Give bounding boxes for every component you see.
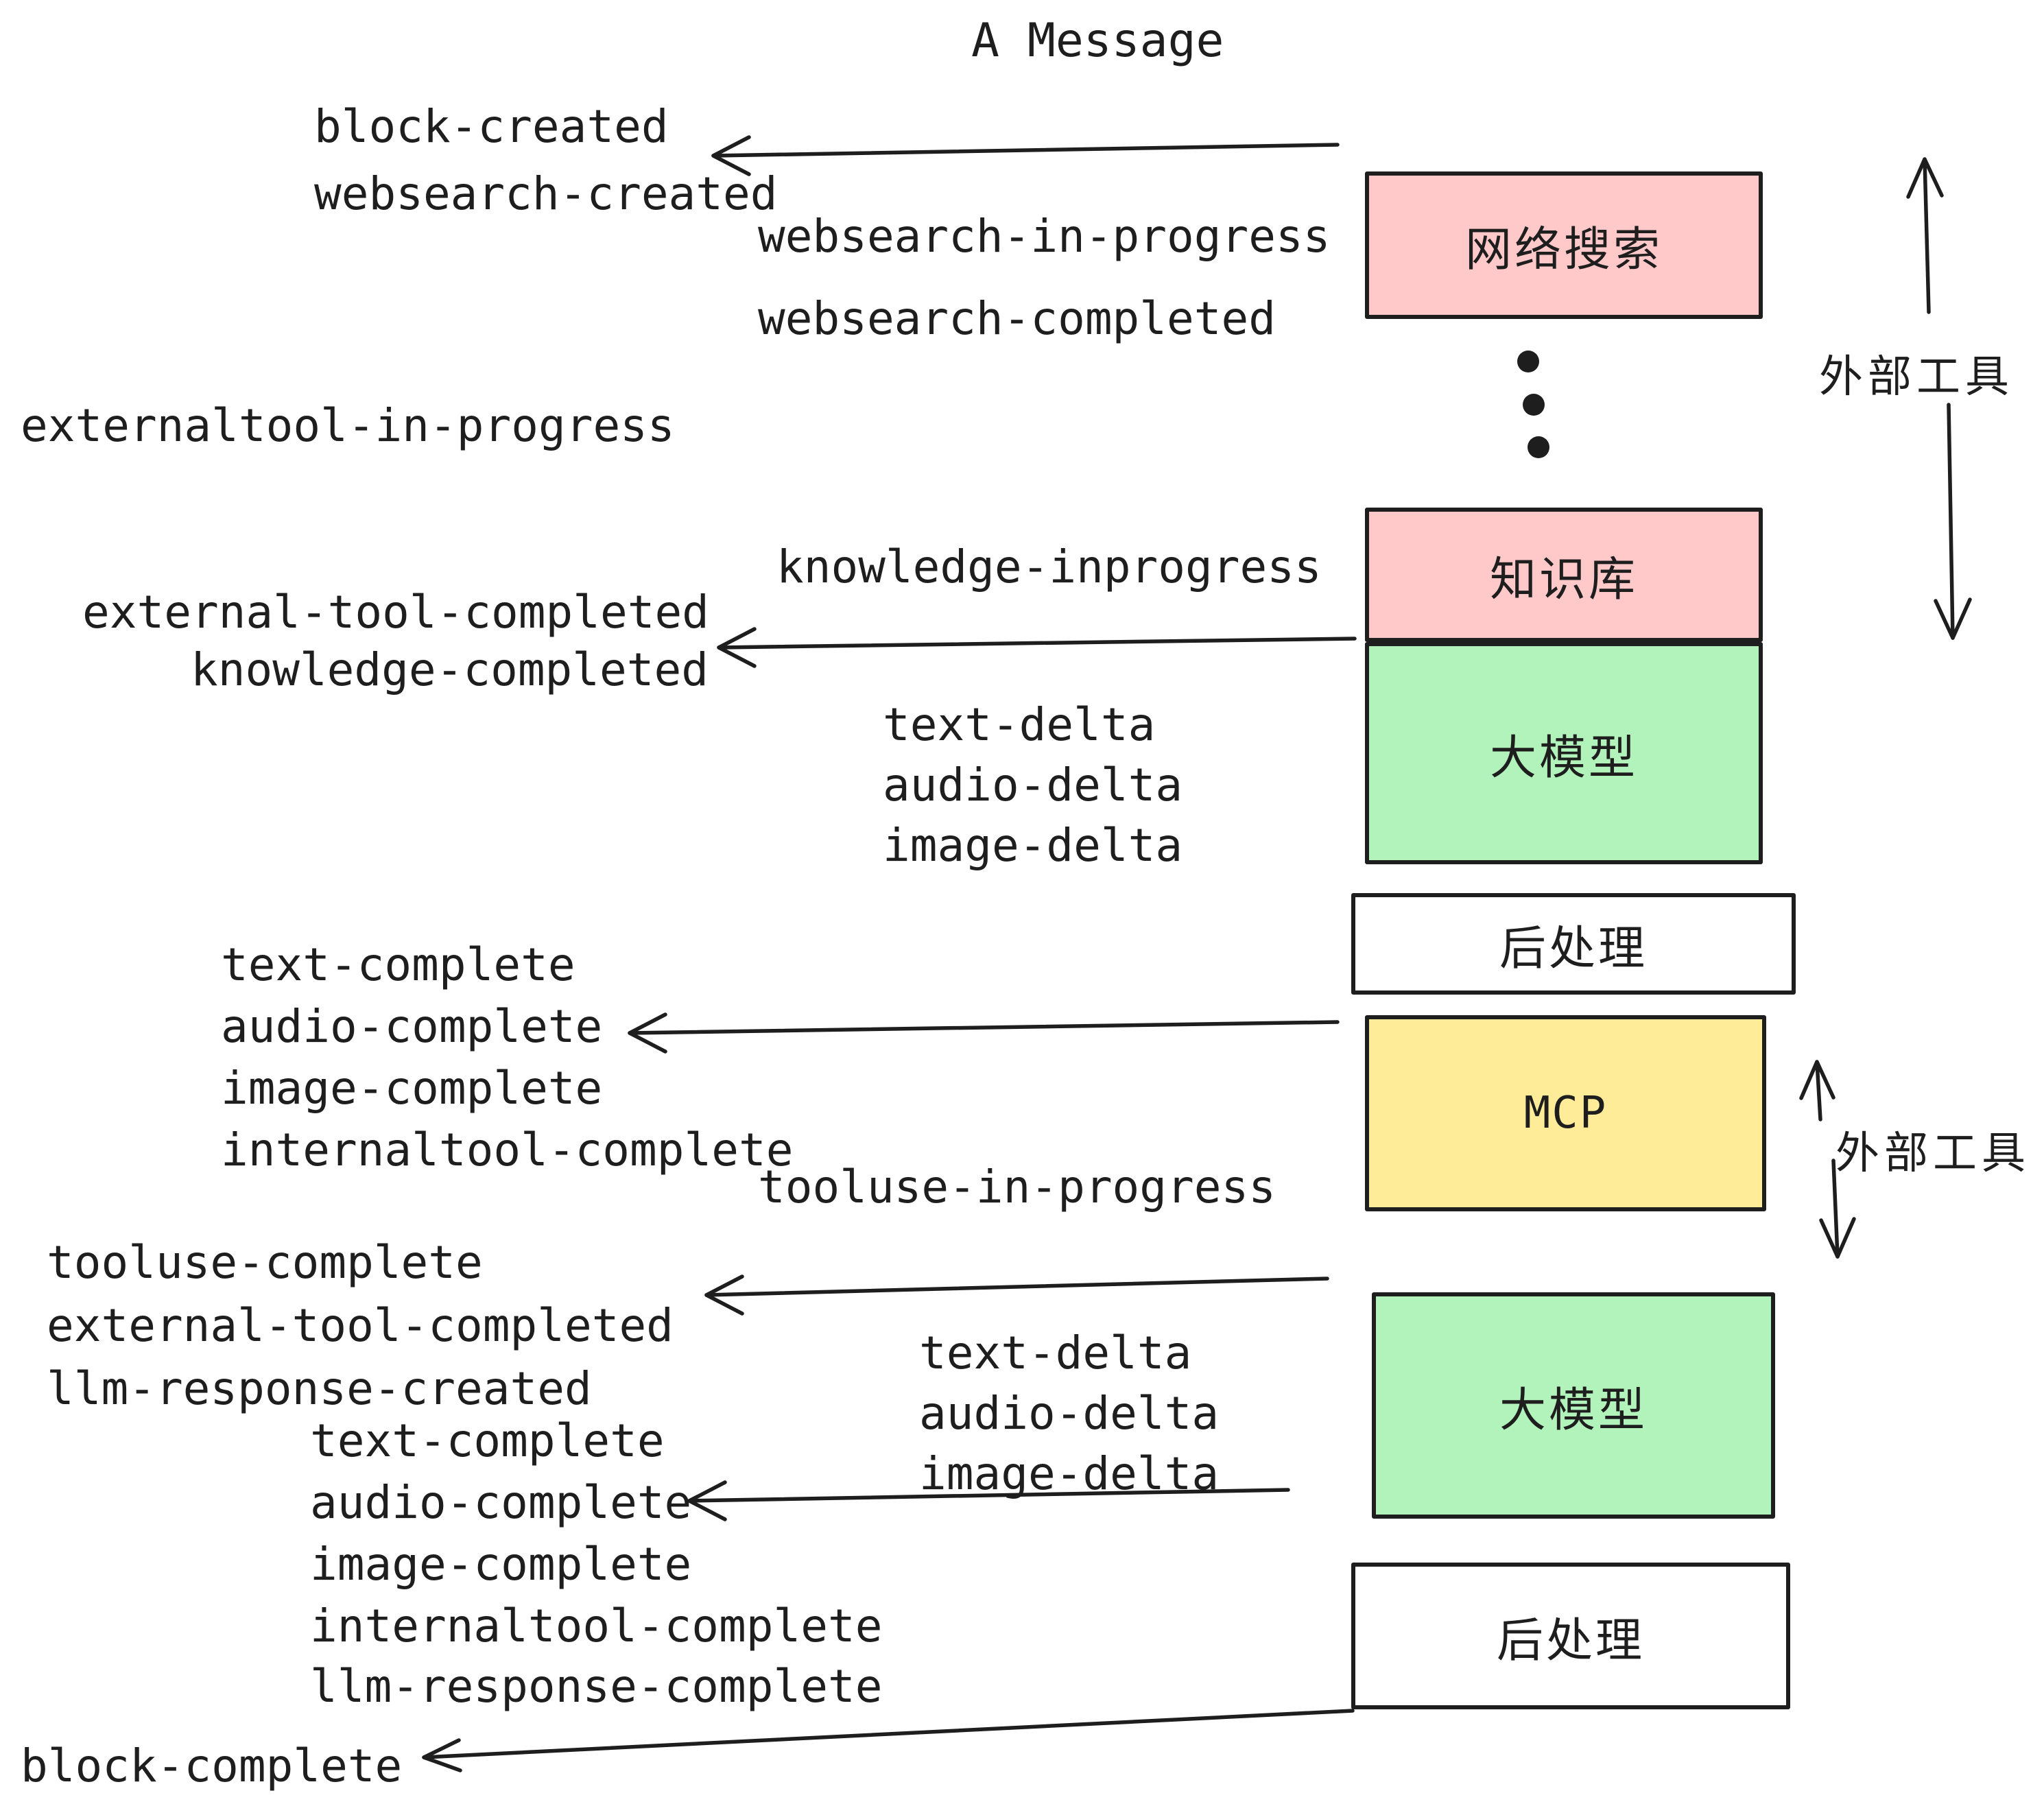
- external-tools-label-top: 外部工具: [1819, 352, 2014, 401]
- event-audio-delta: audio-delta: [883, 759, 1183, 811]
- event-websearch-created: websearch-created: [314, 167, 778, 220]
- box-websearch: 网络搜索: [1365, 171, 1763, 319]
- event-text-delta: text-delta: [883, 698, 1156, 751]
- box-postprocess-1: 后处理: [1351, 893, 1796, 995]
- box-llm-2: 大模型: [1372, 1292, 1775, 1519]
- arrow-websearch-to-block-created: [711, 135, 1340, 176]
- event-audio-delta-2: audio-delta: [919, 1387, 1220, 1440]
- event-llm-response-complete: llm-response-complete: [310, 1660, 883, 1713]
- event-internaltool-complete-2: internaltool-complete: [310, 1600, 883, 1652]
- event-internaltool-complete: internaltool-complete: [221, 1124, 794, 1176]
- box-postprocess-2: 后处理: [1351, 1563, 1790, 1709]
- event-audio-complete-2: audio-complete: [310, 1476, 692, 1529]
- external-tools-double-arrow-top: [1906, 157, 1972, 640]
- event-image-complete-2: image-complete: [310, 1538, 692, 1591]
- event-knowledge-completed: knowledge-completed: [191, 643, 709, 696]
- event-websearch-in-progress: websearch-in-progress: [758, 210, 1331, 263]
- arrow-to-audio-complete: [687, 1480, 1290, 1521]
- event-external-tool-completed-2: external-tool-completed: [47, 1299, 674, 1352]
- box-llm-1: 大模型: [1365, 642, 1763, 864]
- event-image-complete: image-complete: [221, 1062, 603, 1115]
- event-websearch-completed: websearch-completed: [758, 292, 1276, 345]
- event-image-delta: image-delta: [883, 819, 1183, 872]
- event-externaltool-in-progress: externaltool-in-progress: [21, 399, 675, 452]
- event-block-complete: block-complete: [21, 1740, 403, 1792]
- arrow-to-image-complete: [628, 1012, 1340, 1054]
- vertical-ellipsis-icon: [1517, 351, 1549, 458]
- event-tooluse-complete: tooluse-complete: [47, 1236, 483, 1289]
- box-mcp: MCP: [1365, 1015, 1766, 1211]
- diagram-title: A Message: [971, 14, 1224, 68]
- arrow-to-knowledge-completed: [717, 627, 1357, 668]
- arrow-to-tooluse-complete: [704, 1274, 1329, 1316]
- external-tools-label-bottom: 外部工具: [1835, 1128, 2030, 1178]
- event-block-created: block-created: [314, 100, 669, 153]
- external-tools-double-arrow-bottom: [1799, 1060, 1856, 1259]
- event-knowledge-inprogress: knowledge-inprogress: [776, 541, 1322, 593]
- event-audio-complete: audio-complete: [221, 1000, 603, 1053]
- event-text-complete-2: text-complete: [310, 1414, 665, 1467]
- event-external-tool-completed: external-tool-completed: [82, 586, 709, 639]
- event-image-delta-2: image-delta: [919, 1447, 1220, 1500]
- event-text-delta-2: text-delta: [919, 1327, 1192, 1379]
- event-llm-response-created: llm-response-created: [47, 1362, 592, 1415]
- event-text-complete: text-complete: [221, 938, 575, 991]
- box-knowledge: 知识库: [1365, 508, 1763, 642]
- arrow-to-block-complete: [422, 1709, 1355, 1772]
- event-tooluse-in-progress: tooluse-in-progress: [758, 1161, 1276, 1213]
